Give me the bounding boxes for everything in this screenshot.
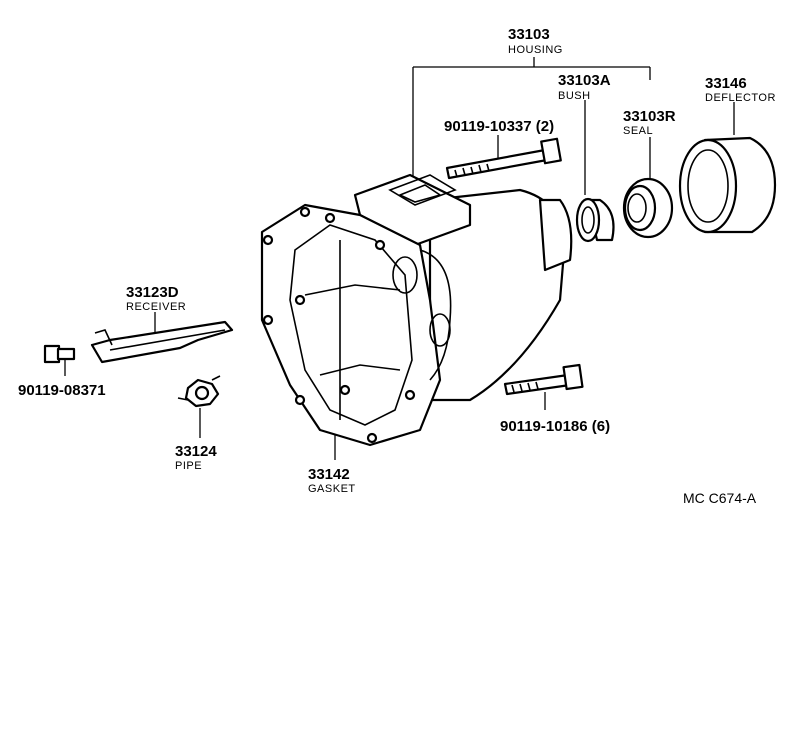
receiver-number: 33123D bbox=[126, 284, 179, 301]
housing-body bbox=[260, 173, 573, 447]
pipe-name: PIPE bbox=[175, 460, 202, 472]
bolt-small-icon bbox=[43, 344, 76, 364]
diagram-code: MC C674-A bbox=[683, 490, 757, 506]
seal-number: 33103R bbox=[623, 108, 676, 125]
bush-icon bbox=[575, 197, 615, 243]
housing-name: HOUSING bbox=[508, 44, 563, 56]
bolt-bottom-icon bbox=[503, 363, 584, 396]
bolt-top-icon bbox=[445, 137, 562, 180]
gasket-name: GASKET bbox=[308, 483, 356, 495]
bolt-top-number: 90119-10337 (2) bbox=[444, 118, 554, 135]
labels: 33103 HOUSING 33103A BUSH 33103R SEAL 33… bbox=[18, 26, 776, 506]
bolt-small-number: 90119-08371 bbox=[18, 382, 106, 399]
seal-name: SEAL bbox=[623, 125, 653, 137]
receiver-icon bbox=[90, 320, 234, 364]
housing-number: 33103 bbox=[508, 26, 550, 43]
pipe-icon bbox=[177, 375, 221, 408]
gasket-number: 33142 bbox=[308, 466, 350, 483]
receiver-name: RECEIVER bbox=[126, 301, 186, 313]
bush-number: 33103A bbox=[558, 72, 611, 89]
seal-icon bbox=[622, 177, 674, 239]
deflector-name: DEFLECTOR bbox=[705, 92, 776, 104]
deflector-icon bbox=[678, 136, 777, 234]
bush-name: BUSH bbox=[558, 90, 591, 102]
deflector-number: 33146 bbox=[705, 75, 747, 92]
bolt-bottom-number: 90119-10186 (6) bbox=[500, 418, 610, 435]
pipe-number: 33124 bbox=[175, 443, 217, 460]
